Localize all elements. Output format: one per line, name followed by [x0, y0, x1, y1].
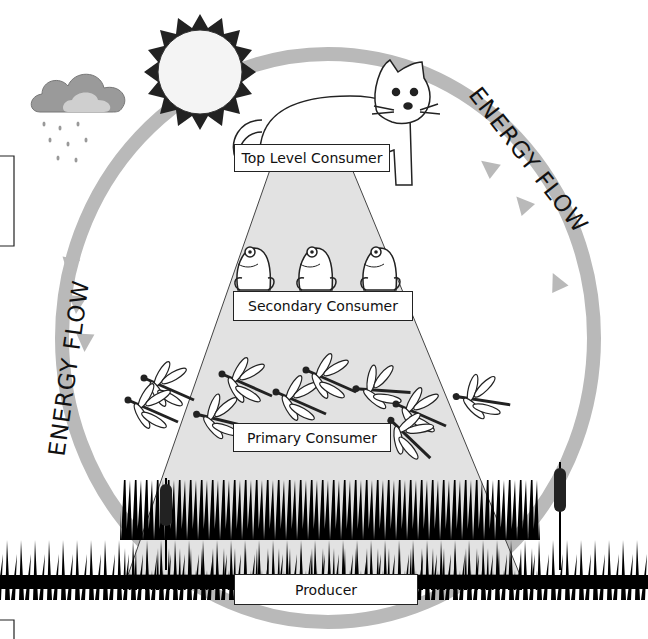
level-box: Primary Consumer — [233, 423, 391, 452]
level-box: Secondary Consumer — [233, 291, 413, 321]
level-box: Producer — [234, 574, 418, 605]
level-label: Secondary Consumer — [248, 298, 398, 314]
level-label: Producer — [295, 582, 357, 598]
level-label: Top Level Consumer — [242, 150, 383, 166]
flow-label: ENERGY FLOW — [463, 82, 593, 238]
level-box: Top Level Consumer — [234, 144, 390, 172]
level-label: Primary Consumer — [247, 430, 377, 446]
flow-label: ENERGY FLOW — [43, 278, 93, 457]
